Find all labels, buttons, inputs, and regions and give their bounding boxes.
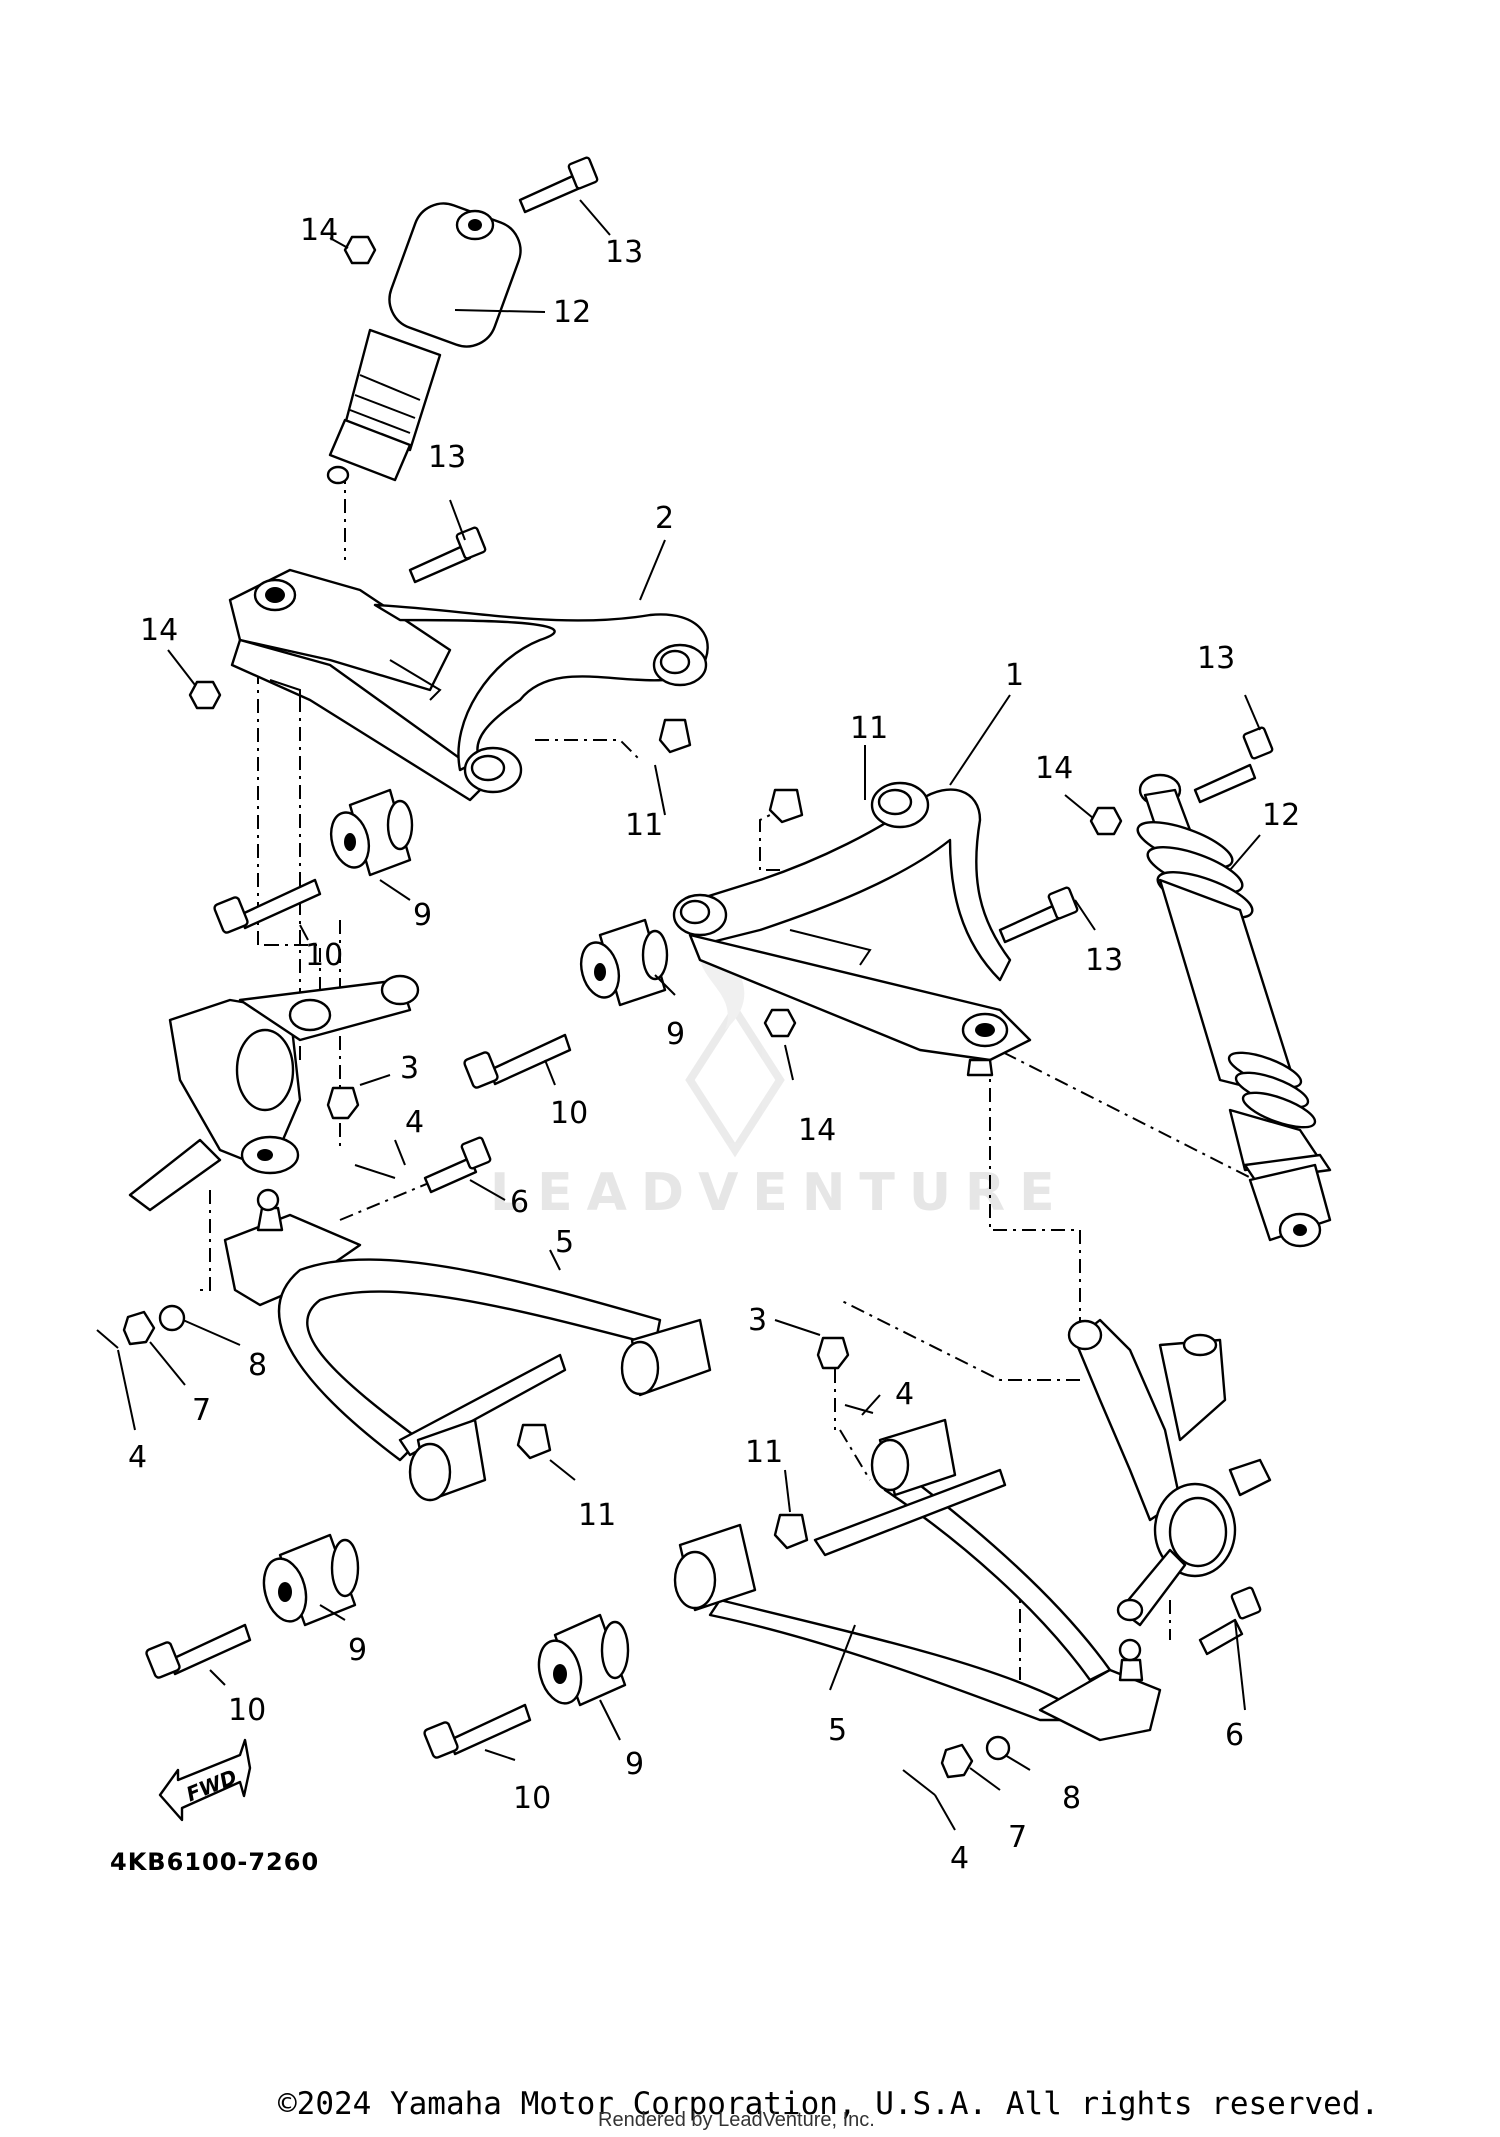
nut-7-right [940, 1743, 974, 1779]
nut-11-lower-left [516, 1423, 552, 1460]
copyright-notice: ©2024 Yamaha Motor Corporation, U.S.A. A… [278, 2086, 1380, 2122]
callout-1: 1 [1005, 658, 1024, 693]
upper-arm-right [672, 781, 1032, 1077]
callout-11: 11 [625, 808, 663, 843]
callout-8: 8 [248, 1348, 267, 1383]
nut-3-left [326, 1086, 360, 1120]
rendered-by-text: Rendered by LeadVenture, Inc. [598, 2109, 875, 2131]
nut-11-lower-right [773, 1513, 809, 1550]
callout-4: 4 [405, 1105, 424, 1140]
callout-6: 6 [1225, 1718, 1244, 1753]
watermark-text: LEADVENTURE [490, 1163, 1069, 1223]
callout-8: 8 [1062, 1781, 1081, 1816]
nut-14-upper-arm [188, 680, 222, 710]
nut-14-top [343, 235, 377, 265]
callout-10: 10 [305, 938, 343, 973]
cotter-pin-4-lower-right [902, 1769, 936, 1796]
callout-5: 5 [828, 1713, 847, 1748]
callout-5: 5 [555, 1225, 574, 1260]
bolt-13-top [518, 156, 599, 214]
cotter-pin-4-right [844, 1404, 874, 1414]
shock-absorber-right [1136, 773, 1332, 1248]
washer-8-right [985, 1735, 1011, 1761]
nut-3-right [816, 1336, 850, 1370]
washer-8-left [158, 1304, 186, 1332]
callout-2: 2 [655, 501, 674, 536]
part-code: 4KB6100-7260 [110, 1848, 319, 1876]
bolt-10-lower-left [145, 1623, 252, 1679]
callout-13: 13 [428, 440, 466, 475]
callout-4: 4 [895, 1377, 914, 1412]
lower-arm-right [673, 1418, 1162, 1742]
cotter-pin-4-lower-left [96, 1329, 119, 1349]
nut-11-upper-right [768, 788, 804, 824]
assembly-lines [195, 470, 1256, 1680]
front-suspension-diagram: LEADVENTURE [96, 156, 1332, 1876]
bolt-6-right [1198, 1586, 1262, 1656]
nut-11-upper-arm [658, 718, 692, 754]
bolt-10-upper-right [463, 1033, 572, 1089]
fwd-arrow-icon: FWD [158, 1738, 252, 1822]
callout-9: 9 [625, 1747, 644, 1782]
callout-labels: 14 13 12 13 2 14 11 9 10 1 11 13 14 12 1… [128, 213, 1300, 1876]
callout-3: 3 [400, 1051, 419, 1086]
callout-9: 9 [666, 1017, 685, 1052]
callout-11: 11 [578, 1498, 616, 1533]
bolt-10-upper [213, 878, 322, 934]
nut-7-left [122, 1310, 156, 1346]
leader-lines [117, 199, 1261, 1831]
bushing-9-lower-left [262, 1533, 360, 1627]
callout-13: 13 [1085, 943, 1123, 978]
bolt-13-upper-arm [408, 526, 487, 584]
upper-arm-left [228, 568, 709, 802]
callout-11: 11 [745, 1435, 783, 1470]
callout-3: 3 [748, 1303, 767, 1338]
bolt-13-upper-right [998, 886, 1079, 944]
lower-arm-left [223, 1188, 712, 1502]
callout-14: 14 [140, 613, 178, 648]
callout-6: 6 [510, 1185, 529, 1220]
callout-14: 14 [798, 1113, 836, 1148]
callout-4: 4 [950, 1841, 969, 1876]
callout-7: 7 [192, 1393, 211, 1428]
bolt-10-lower-right [423, 1703, 532, 1759]
callout-10: 10 [513, 1781, 551, 1816]
bushing-9-upper [329, 788, 414, 877]
steering-knuckle-left [128, 974, 420, 1212]
callout-9: 9 [413, 898, 432, 933]
callout-11: 11 [850, 711, 888, 746]
callout-10: 10 [228, 1693, 266, 1728]
callout-12: 12 [553, 295, 591, 330]
callout-10: 10 [550, 1096, 588, 1131]
bushing-9-upper-right [579, 918, 669, 1007]
steering-knuckle-right [1067, 1318, 1272, 1627]
callout-13: 13 [605, 235, 643, 270]
callout-7: 7 [1008, 1820, 1027, 1855]
cotter-pin-4-left [354, 1164, 396, 1179]
nut-14-upper-right [763, 1008, 797, 1038]
nut-14-shock-right [1089, 806, 1123, 836]
callout-9: 9 [348, 1633, 367, 1668]
bolt-13-shock-right [1193, 726, 1274, 804]
callout-13: 13 [1197, 641, 1235, 676]
callout-12: 12 [1262, 798, 1300, 833]
callout-14: 14 [1035, 751, 1073, 786]
bolt-6-left [423, 1136, 492, 1194]
callout-4: 4 [128, 1440, 147, 1475]
callout-14: 14 [300, 213, 338, 248]
bushing-9-lower-right [537, 1613, 630, 1707]
